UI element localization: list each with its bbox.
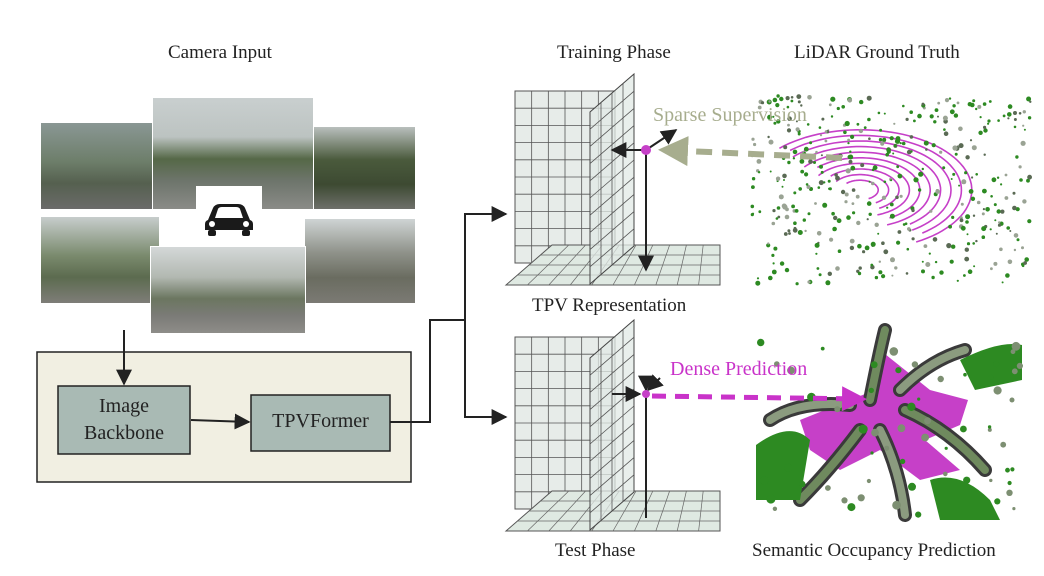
lidar-ground-truth-label: LiDAR Ground Truth [794,42,960,63]
car-icon [205,204,253,236]
semantic-occupancy-map [752,323,1030,522]
sparse-supervision-arrow [658,136,843,167]
dense-prediction-arrow [651,386,867,412]
sparse-supervision-label: Sparse Supervision [653,104,807,126]
arrow-tpvformer-out [390,319,465,423]
tpvformer-block [250,394,391,452]
lidar-point-cloud [750,94,1032,286]
dense-prediction-label: Dense Prediction [670,358,808,380]
image-backbone-label-line2: Backbone [84,422,164,444]
camera-input-label: Camera Input [168,42,272,63]
tpv-grid-training [504,72,721,286]
image-backbone-block [57,385,191,455]
test-sample-point [612,374,664,518]
tpv-grid-test [504,318,721,532]
test-phase-label: Test Phase [555,540,636,561]
tpv-representation-label: TPV Representation [532,295,687,316]
arrow-to-training [464,206,508,320]
image-backbone-label-line1: Image [99,395,149,417]
arrow-to-test [464,320,508,425]
semantic-occupancy-label: Semantic Occupancy Prediction [752,540,996,561]
training-phase-label: Training Phase [557,42,671,63]
arrow-backbone-to-tpvformer [190,413,251,430]
camera-photo-back [150,246,306,334]
tpvformer-label: TPVFormer [272,410,369,432]
camera-photo-back-right [304,218,416,304]
car-icon-tile [196,186,262,244]
